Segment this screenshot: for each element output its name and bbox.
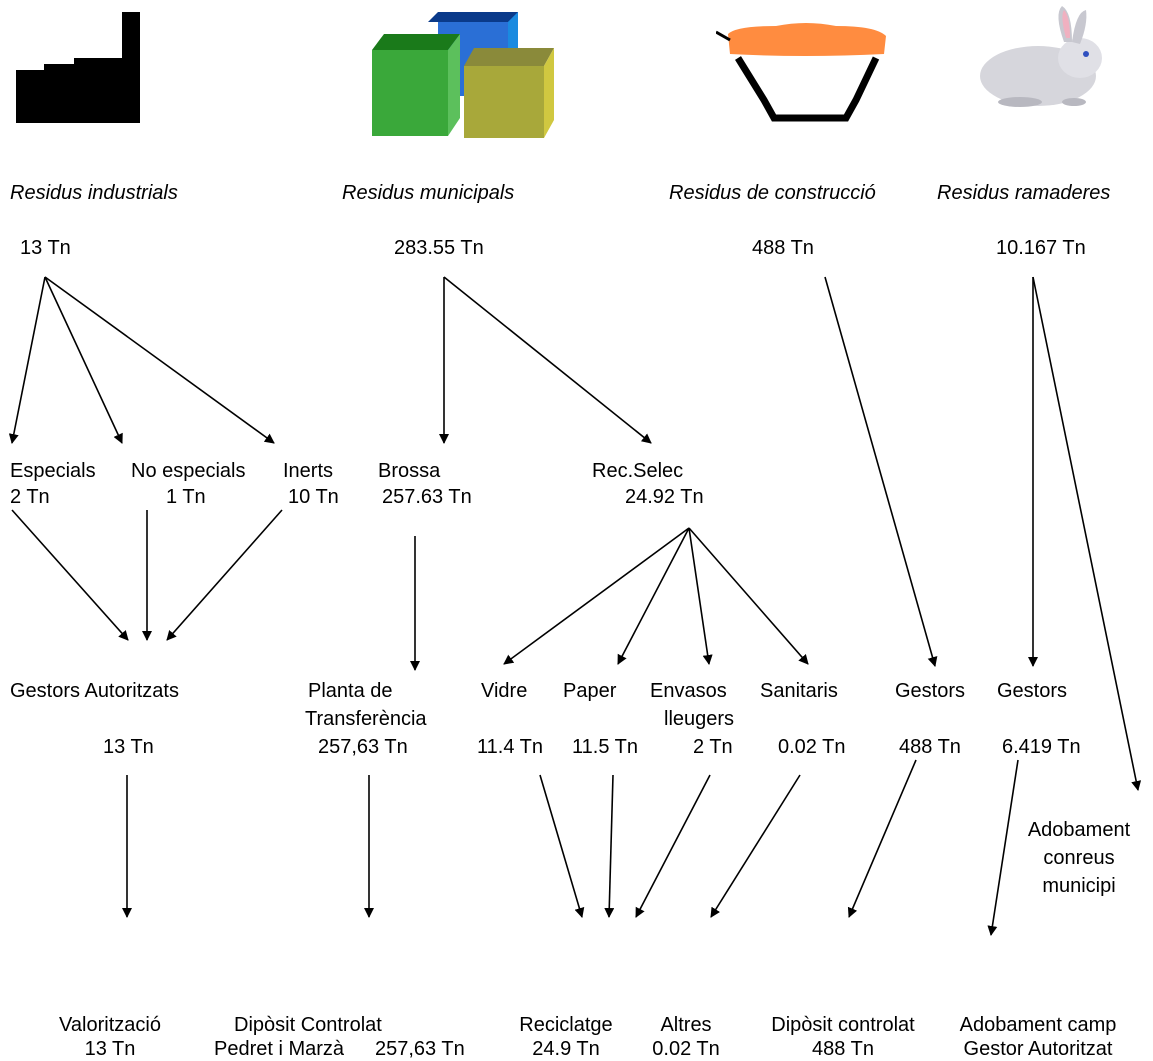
arrow-industrial-especials (8, 276, 46, 444)
valoritzacio-value: 13 Tn (84, 1038, 136, 1060)
total-construction: 488 Tn (752, 237, 814, 259)
inerts-value: 10 Tn (288, 486, 339, 508)
arrow-construction-gestors (824, 276, 938, 667)
gestors-ramaderes-value: 6.419 Tn (1002, 736, 1081, 758)
gestors-ramaderes-label: Gestors (997, 680, 1068, 702)
title-industrial: Residus industrials (10, 182, 178, 204)
arrow-paper-reciclatge (604, 774, 615, 918)
altres-value: 0.02 Tn (652, 1038, 720, 1060)
total-livestock: 10.167 Tn (996, 237, 1086, 259)
sanitaris-label: Sanitaris (760, 680, 838, 702)
recselec-label: Rec.Selec (592, 460, 684, 482)
arrow-industrial-noespecials (44, 276, 123, 444)
gestors-construccio-label: Gestors (895, 680, 966, 702)
reciclatge-value: 24.9 Tn (532, 1038, 600, 1060)
bowl-icon (716, 23, 886, 122)
arrow-especials-gestors (11, 509, 129, 641)
planta-value: 257,63 Tn (318, 736, 408, 758)
brossa-label: Brossa (378, 460, 441, 482)
valoritzacio-label: Valorització (59, 1014, 161, 1036)
arrow-recselec-sanitaris (688, 527, 809, 665)
factory-icon (16, 12, 140, 123)
planta-line2: Transferència (305, 708, 427, 730)
especials-label: Especials (10, 460, 96, 482)
envasos-line1: Envasos (650, 680, 727, 702)
arrow-sanitaris-altres (710, 774, 801, 918)
recselec-value: 24.92 Tn (625, 486, 704, 508)
title-livestock: Residus ramaderes (937, 182, 1111, 204)
noespecials-label: No especials (131, 460, 246, 482)
altres-label: Altres (660, 1014, 712, 1036)
arrow-gestors-adobament (987, 759, 1019, 936)
diposit-controlat-2-label: Dipòsit controlat (771, 1014, 915, 1036)
gestors-construccio-value: 488 Tn (899, 736, 961, 758)
title-municipal: Residus municipals (342, 182, 515, 204)
arrow-gestors-diposit (847, 759, 917, 918)
rabbit-icon (980, 6, 1102, 107)
total-municipal: 283.55 Tn (394, 237, 484, 259)
adobament-conreus-line1: Adobament (1027, 819, 1131, 841)
arrow-vidre-reciclatge (539, 774, 585, 918)
vidre-label: Vidre (481, 680, 528, 702)
total-industrial: 13 Tn (20, 237, 71, 259)
cubes-icon (372, 12, 554, 138)
title-construction: Residus de construcció (669, 182, 876, 204)
gestors-autoritzats-label: Gestors Autoritzats (10, 680, 179, 702)
diposit-controlat-value: 257,63 Tn (375, 1038, 465, 1060)
inerts-label: Inerts (283, 460, 334, 482)
gestors-autoritzats-value: 13 Tn (103, 736, 154, 758)
paper-value: 11.5 Tn (572, 736, 638, 758)
arrow-recselec-envasos (688, 527, 713, 665)
especials-value: 2 Tn (10, 486, 50, 508)
arrow-livestock-adobament (1032, 276, 1142, 791)
diposit-controlat-detail: Pedret i Marzà (214, 1038, 345, 1060)
noespecials-value: 1 Tn (166, 486, 206, 508)
reciclatge-label: Reciclatge (519, 1014, 613, 1036)
brossa-value: 257.63 Tn (382, 486, 472, 508)
arrow-envasos-reciclatge (635, 774, 711, 918)
arrow-industrial-inerts (44, 276, 275, 444)
envasos-line2: lleugers (664, 708, 735, 730)
diposit-controlat-label: Dipòsit Controlat (234, 1014, 382, 1036)
sanitaris-value: 0.02 Tn (778, 736, 846, 758)
arrow-inerts-gestors (166, 509, 283, 641)
planta-line1: Planta de (308, 680, 393, 702)
arrow-recselec-vidre (503, 527, 690, 665)
adobament-conreus-line2: conreus (1043, 847, 1115, 869)
adobament-camp-detail: Gestor Autoritzat (963, 1038, 1113, 1060)
paper-label: Paper (563, 680, 617, 702)
adobament-conreus-line3: municipi (1042, 875, 1116, 897)
diposit-controlat-2-value: 488 Tn (812, 1038, 874, 1060)
vidre-value: 11.4 Tn (477, 736, 543, 758)
arrow-recselec-paper (617, 527, 690, 665)
arrow-municipal-recselec (443, 276, 652, 444)
envasos-value: 2 Tn (693, 736, 733, 758)
adobament-camp-label: Adobament camp (959, 1014, 1117, 1036)
